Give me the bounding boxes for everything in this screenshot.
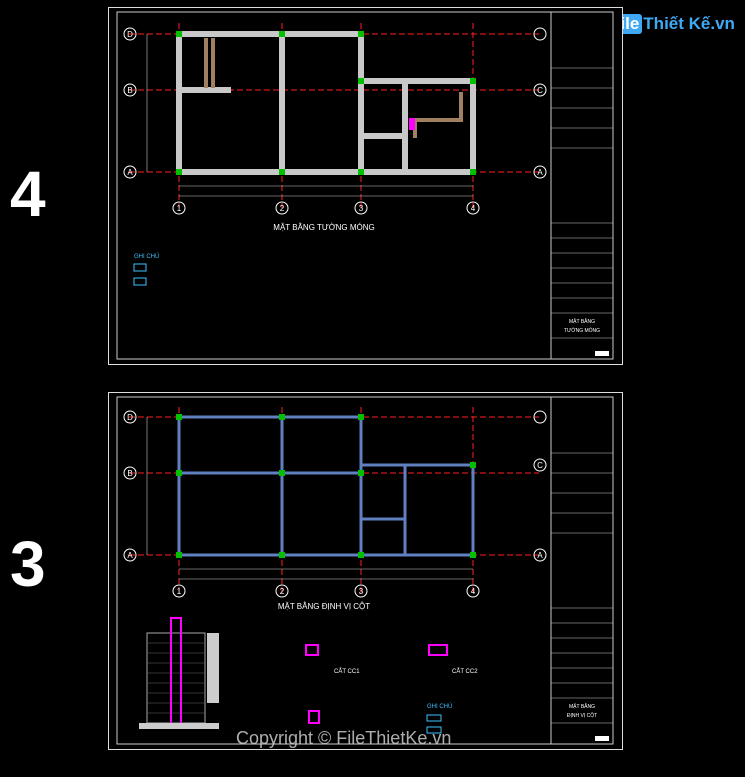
svg-text:A: A: [127, 551, 133, 560]
svg-text:1: 1: [177, 204, 182, 213]
section-cc1-label: CẮT CC1: [334, 667, 360, 675]
legend-title-top: GHI CHÚ: [134, 253, 159, 260]
svg-text:C: C: [537, 461, 543, 470]
svg-text:A: A: [127, 168, 133, 177]
svg-text:2: 2: [280, 587, 285, 596]
title-block-line-2: TƯỜNG MÓNG: [564, 327, 600, 334]
svg-text:3: 3: [359, 204, 364, 213]
svg-text:A: A: [537, 551, 543, 560]
copyright-watermark: Copyright © FileThietKe.vn: [236, 728, 452, 748]
svg-text:1: 1: [177, 587, 182, 596]
svg-text:2: 2: [280, 204, 285, 213]
label-sheet-4: 4: [10, 158, 46, 230]
title-block-line-1: MẶT BẰNG: [569, 317, 595, 325]
svg-text:4: 4: [471, 587, 476, 596]
section-cc2-label: CẮT CC2: [452, 667, 478, 675]
label-sheet-3: 3: [10, 528, 46, 600]
svg-text:D: D: [127, 413, 133, 422]
svg-text:B: B: [127, 469, 132, 478]
svg-text:B: B: [127, 86, 132, 95]
drawing-sheet-column: D B A C A 1 2 3 4 MẶT BẰNG ĐỊNH VỊ CỘT CẮT CC1: [108, 392, 623, 750]
svg-text:3: 3: [359, 587, 364, 596]
svg-text:A: A: [537, 168, 543, 177]
svg-text:C: C: [537, 86, 543, 95]
foundation-plan-title: MẶT BẰNG TƯỜNG MÓNG: [273, 223, 374, 232]
svg-text:D: D: [127, 30, 133, 39]
legend-title-bottom: GHI CHÚ: [427, 703, 452, 710]
title-block-line-1: MẶT BẰNG: [569, 702, 595, 710]
title-block-line-2: ĐỊNH VỊ CỘT: [567, 712, 597, 719]
column-layout-plan: D B A C A 1 2 3 4 MẶT BẰNG ĐỊNH VỊ CỘT CẮT CC1: [116, 396, 614, 745]
column-plan-title: MẶT BẰNG ĐỊNH VỊ CỘT: [278, 602, 370, 611]
svg-text:4: 4: [471, 204, 476, 213]
